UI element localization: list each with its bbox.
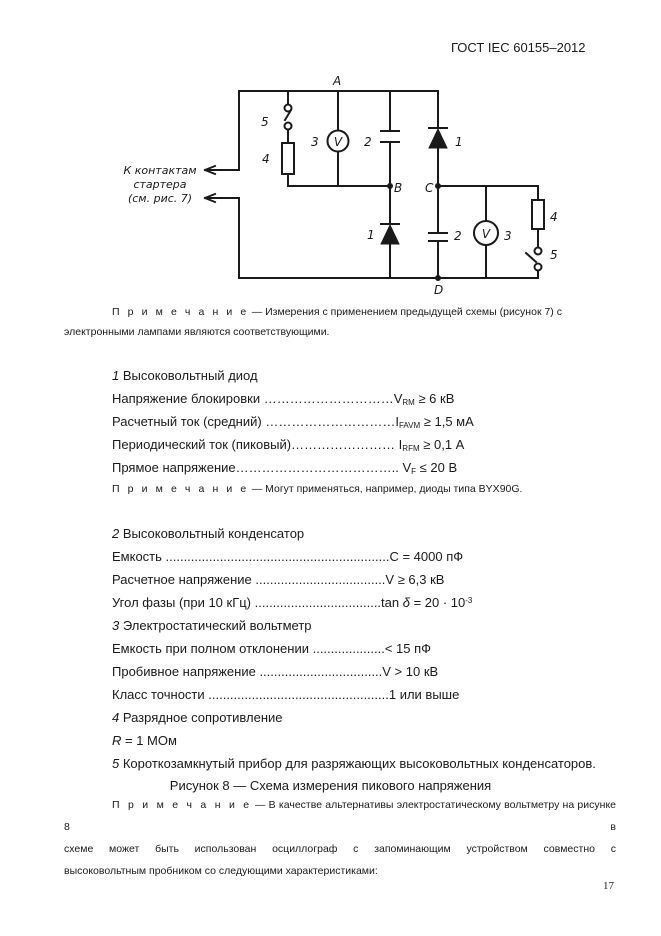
note2-line1: П р и м е ч а н и е — В качестве альтерн…: [64, 799, 616, 833]
item2-title: 2 Высоковольтный конденсатор: [112, 526, 305, 541]
note2-line3: высоковольтным пробником со следующими х…: [64, 865, 378, 877]
note1-line2: электронными лампами являются соответств…: [64, 326, 330, 338]
item4-value: R = 1 МОм: [112, 733, 177, 748]
label-switch-right: 5: [550, 248, 558, 262]
item3-title: 3 Электростатический вольтметр: [112, 618, 312, 633]
label-capacitor-right: 2: [454, 229, 462, 243]
item5-title: 5 Короткозамкнутый прибор для разряжающи…: [112, 756, 596, 771]
label-diode-left: 1: [367, 228, 375, 242]
spec-row: Прямое напряжение……………………………….. VF ≤ 20 …: [112, 460, 458, 476]
label-resistor-left: 4: [262, 152, 270, 166]
spec-row: Пробивное напряжение ...................…: [112, 664, 439, 679]
note2-paragraph: П р и м е ч а н и е — В качестве альтерн…: [64, 794, 616, 882]
voltmeter-symbol-right: V: [482, 227, 491, 241]
circuit-diagram: V V A B C D 5 3 2 4 1 1 2 3 4 5 К контак…: [123, 74, 558, 297]
item1-note: П р и м е ч а н и е — Могут применяться,…: [112, 483, 523, 495]
voltmeter-symbol-left: V: [334, 135, 343, 149]
standard-header: ГОСТ IEC 60155–2012: [451, 40, 586, 55]
terminal-label-line1: К контактам: [123, 164, 196, 177]
label-voltmeter-left: 3: [311, 135, 319, 149]
node-a-label: A: [332, 74, 341, 88]
terminal-label-line2: стартера: [133, 178, 186, 191]
label-resistor-right: 4: [550, 210, 558, 224]
spec-row: Класс точности .........................…: [112, 687, 460, 702]
label-capacitor-left: 2: [364, 135, 372, 149]
node-d-label: D: [434, 283, 443, 297]
spec-row: Расчетный ток (средний) …………………………IFAVM …: [112, 414, 474, 430]
spec-row: Напряжение блокировки …………………………VRM ≥ 6 …: [112, 391, 455, 407]
terminal-label-line3: (см. рис. 7): [128, 192, 192, 205]
item1-title: 1 Высоковольтный диод: [112, 368, 258, 383]
label-voltmeter-right: 3: [504, 229, 512, 243]
spec-row: Емкость ................................…: [112, 549, 464, 564]
note2-line2: схеме может быть использован осциллограф…: [64, 843, 616, 855]
spec-row: Периодический ток (пиковый)…………………… IRFM…: [112, 437, 465, 453]
node-b-label: B: [394, 181, 402, 195]
spec-row: Емкость при полном отклонении ..........…: [112, 641, 432, 656]
spec-row: Расчетное напряжение ...................…: [112, 572, 445, 587]
page-number: 17: [603, 880, 614, 892]
node-c-label: C: [425, 181, 434, 195]
note1-line1: П р и м е ч а н и е — Измерения с примен…: [112, 306, 562, 318]
item4-title: 4 Разрядное сопротивление: [112, 710, 283, 725]
label-switch-left: 5: [261, 115, 269, 129]
spec-row: Угол фазы (при 10 кГц) .................…: [112, 595, 473, 610]
figure-caption: Рисунок 8 — Схема измерения пикового нап…: [169, 778, 492, 793]
label-diode-right: 1: [455, 135, 463, 149]
